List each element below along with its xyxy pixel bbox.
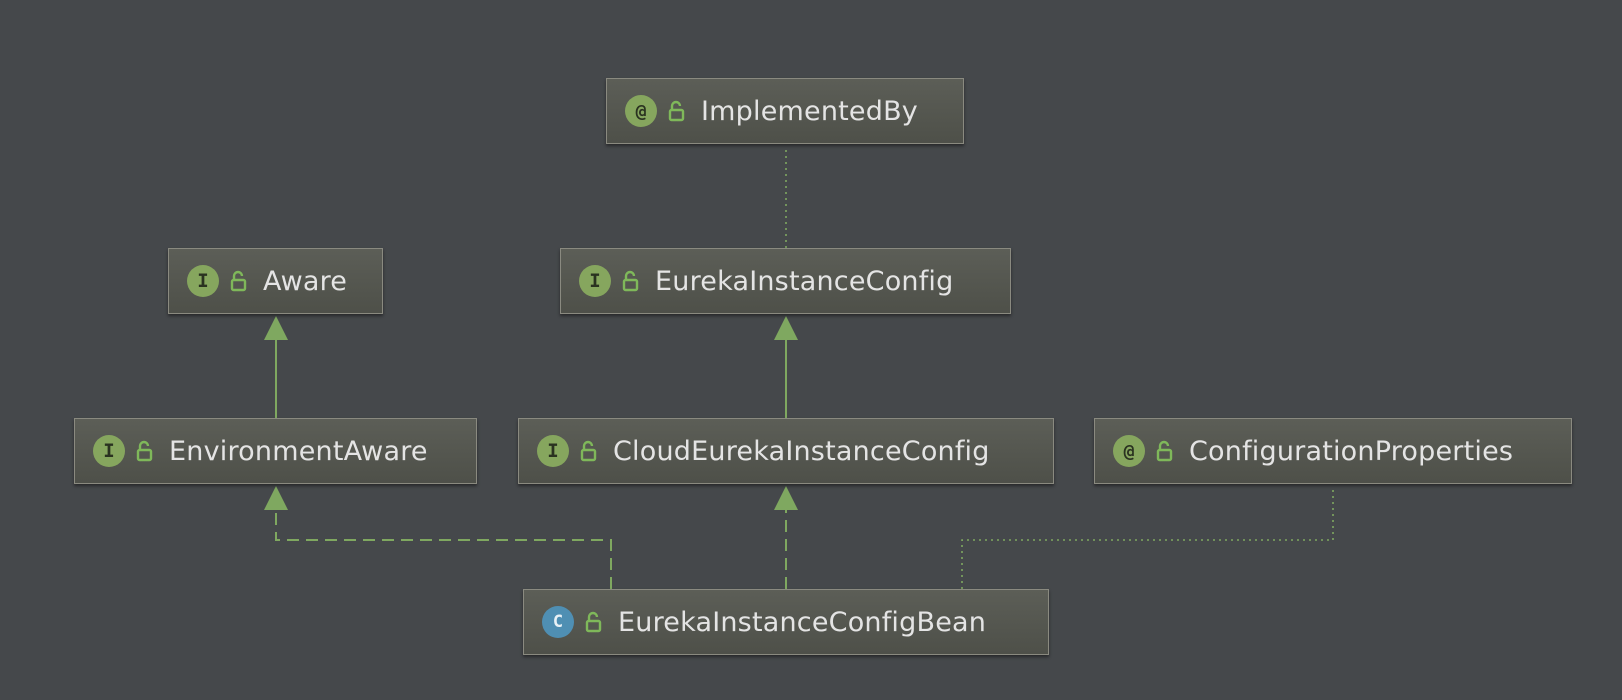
node-eurekainstanceconfigbean[interactable]: C EurekaInstanceConfigBean bbox=[523, 589, 1049, 655]
node-implementedby[interactable]: @ ImplementedBy bbox=[606, 78, 964, 144]
lock-open-icon bbox=[136, 440, 153, 462]
node-environmentaware[interactable]: I EnvironmentAware bbox=[74, 418, 477, 484]
node-aware[interactable]: I Aware bbox=[168, 248, 383, 314]
class-icon: C bbox=[542, 606, 574, 638]
arrowhead-environmentaware-aware bbox=[264, 316, 288, 340]
lock-open-icon bbox=[622, 270, 639, 292]
node-label: EurekaInstanceConfig bbox=[655, 265, 954, 297]
lock-open-icon bbox=[668, 100, 685, 122]
node-cloudeurekainstanceconfig[interactable]: I CloudEurekaInstanceConfig bbox=[518, 418, 1054, 484]
lock-open-icon bbox=[230, 270, 247, 292]
arrowhead-eurekainstanceconfigbean-cloudeurekainstanceconfig bbox=[774, 486, 798, 510]
node-label: ConfigurationProperties bbox=[1189, 435, 1514, 467]
annotation-icon: @ bbox=[1113, 435, 1145, 467]
node-label: EurekaInstanceConfigBean bbox=[618, 606, 987, 638]
edge-implements-eurekainstanceconfigbean-environmentaware bbox=[275, 508, 612, 589]
arrowhead-eurekainstanceconfigbean-environmentaware bbox=[264, 486, 288, 510]
lock-open-icon bbox=[1156, 440, 1173, 462]
interface-icon: I bbox=[187, 265, 219, 297]
annotation-icon: @ bbox=[625, 95, 657, 127]
node-configurationproperties[interactable]: @ ConfigurationProperties bbox=[1094, 418, 1572, 484]
node-eurekainstanceconfig[interactable]: I EurekaInstanceConfig bbox=[560, 248, 1011, 314]
interface-icon: I bbox=[579, 265, 611, 297]
edge-annotated-with-eurekainstanceconfigbean-configurationproperties bbox=[961, 486, 1334, 589]
interface-icon: I bbox=[93, 435, 125, 467]
lock-open-icon bbox=[585, 611, 602, 633]
node-label: CloudEurekaInstanceConfig bbox=[613, 435, 990, 467]
node-label: Aware bbox=[263, 265, 348, 297]
node-label: EnvironmentAware bbox=[169, 435, 428, 467]
arrowhead-cloudeurekainstanceconfig-eurekainstanceconfig bbox=[774, 316, 798, 340]
lock-open-icon bbox=[580, 440, 597, 462]
interface-icon: I bbox=[537, 435, 569, 467]
node-label: ImplementedBy bbox=[701, 95, 918, 127]
